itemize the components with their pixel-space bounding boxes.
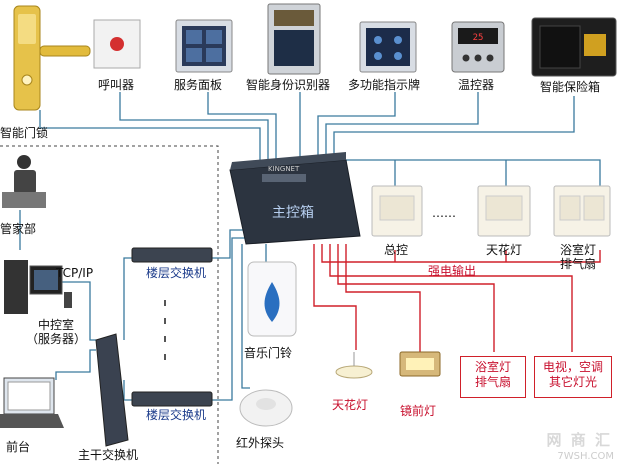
bath-box-line2: 排气扇 bbox=[474, 375, 511, 389]
label-ir-sensor: 红外探头 bbox=[236, 436, 285, 450]
switch-bath-icon bbox=[553, 185, 611, 237]
floor-switch-dots bbox=[164, 300, 166, 360]
label-front-desk: 前台 bbox=[6, 440, 31, 454]
call-button-icon bbox=[93, 19, 141, 69]
service-panel-icon bbox=[175, 19, 233, 73]
bath-fan-box: 浴室灯 排气扇 bbox=[460, 356, 526, 398]
label-door-lock: 智能门锁 bbox=[0, 126, 49, 140]
mirror-lamp-icon bbox=[399, 351, 441, 377]
label-controller-brand: KINGNET bbox=[268, 165, 300, 173]
label-switch-bath-line2: 排气扇 bbox=[560, 257, 597, 271]
thermostat-icon: 25 bbox=[451, 21, 505, 73]
svg-text:25: 25 bbox=[473, 33, 484, 43]
server-icon bbox=[4, 260, 72, 314]
label-thermostat: 温控器 bbox=[458, 78, 495, 92]
label-indicator: 多功能指示牌 bbox=[348, 78, 421, 92]
housekeeping-icon bbox=[2, 155, 46, 208]
main-controller-icon bbox=[229, 152, 361, 245]
front-desk-laptop-icon bbox=[0, 377, 64, 428]
switch-main-icon bbox=[371, 185, 423, 237]
label-power-output: 强电输出 bbox=[428, 264, 477, 278]
label-floor-switch-1: 楼层交换机 bbox=[146, 266, 207, 280]
floor-switch-2-icon bbox=[131, 391, 213, 407]
label-protocol: TCP/IP bbox=[56, 266, 94, 280]
switch-ceiling-icon bbox=[477, 185, 531, 237]
label-id-reader: 智能身份识别器 bbox=[246, 78, 331, 92]
backbone-switch-icon bbox=[95, 333, 129, 447]
floor-switch-1-icon bbox=[131, 247, 213, 263]
label-central-line2: （服务器） bbox=[26, 332, 87, 346]
label-safe: 智能保险箱 bbox=[540, 80, 601, 94]
door-lock-icon bbox=[13, 5, 91, 111]
doorbell-icon bbox=[247, 261, 297, 337]
safe-icon bbox=[531, 17, 617, 77]
label-housekeeping: 管家部 bbox=[0, 222, 37, 236]
label-floor-switch-2: 楼层交换机 bbox=[146, 408, 207, 422]
label-switch-bath: 浴室灯 排气扇 bbox=[560, 243, 596, 271]
label-ceiling-lamp: 天花灯 bbox=[332, 398, 369, 412]
tv-box-line2: 其它灯光 bbox=[548, 375, 597, 389]
watermark-text: 网 商 汇 bbox=[546, 431, 612, 449]
tv-ac-box: 电视，空调 其它灯光 bbox=[534, 356, 612, 398]
label-switch-bath-line1: 浴室灯 bbox=[560, 243, 597, 257]
label-central-line1: 中控室 bbox=[38, 318, 75, 332]
tv-box-line1: 电视，空调 bbox=[542, 360, 603, 374]
ceiling-lamp-icon bbox=[335, 352, 373, 379]
ir-sensor-icon bbox=[239, 389, 293, 427]
label-mirror-lamp: 镜前灯 bbox=[400, 404, 437, 418]
indicator-icon bbox=[359, 21, 417, 73]
red-wiring bbox=[313, 244, 601, 352]
label-switch-ceiling: 天花灯 bbox=[486, 243, 523, 257]
network-boundary bbox=[0, 145, 219, 464]
label-switch-main: 总控 bbox=[384, 243, 409, 257]
label-backbone-switch: 主干交换机 bbox=[78, 448, 139, 462]
label-central-room: 中控室 （服务器） bbox=[26, 318, 86, 346]
label-switch-dots: …… bbox=[432, 206, 456, 220]
label-doorbell: 音乐门铃 bbox=[244, 346, 293, 360]
watermark-url: 7WSH.COM bbox=[557, 451, 614, 462]
blue-wiring bbox=[19, 92, 601, 401]
label-call-button: 呼叫器 bbox=[98, 78, 135, 92]
label-controller: 主控箱 bbox=[272, 205, 314, 221]
bath-box-line1: 浴室灯 bbox=[474, 360, 511, 374]
label-service-panel: 服务面板 bbox=[174, 78, 223, 92]
id-reader-icon bbox=[267, 3, 321, 75]
